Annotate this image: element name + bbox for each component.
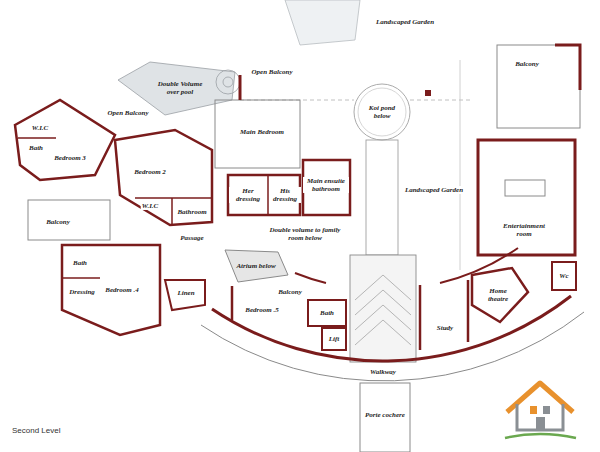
room-label: Bedroom .4 <box>104 286 139 294</box>
room-label: Bath <box>72 259 88 267</box>
room-wall <box>62 277 100 279</box>
room-label: Home theatre <box>480 287 516 303</box>
koi-pond <box>358 88 406 136</box>
spiral-stair <box>223 77 233 87</box>
water-channel <box>366 140 398 255</box>
room-label: Bedroom 3 <box>53 154 87 162</box>
logo-window <box>530 406 537 414</box>
room-wall <box>478 140 575 255</box>
room-wall <box>15 100 115 180</box>
room-wall <box>419 285 422 350</box>
room-label: Linen <box>176 289 195 297</box>
room-label: His dressing <box>269 187 301 203</box>
room-label: Wc <box>558 272 569 280</box>
koi-pond <box>354 84 410 140</box>
dashed-line <box>410 100 470 101</box>
room-wall <box>62 245 160 335</box>
room-label: Koi pond below <box>364 104 400 120</box>
column <box>425 90 431 96</box>
room-label: Double Volume over pool <box>154 80 206 96</box>
room-label: Bathroom <box>176 208 207 216</box>
balcony-outline <box>28 200 110 240</box>
room-wall <box>472 268 528 322</box>
stair-block <box>350 255 416 362</box>
room-wall <box>308 300 346 326</box>
room-label: Passage <box>179 234 204 242</box>
walkway-edge <box>201 312 584 381</box>
room-label: Dressing <box>68 288 96 296</box>
room-label: Study <box>436 324 454 332</box>
room-wall <box>303 160 350 215</box>
room-label: Lift <box>328 335 341 343</box>
room-wall <box>239 75 242 100</box>
room-label: W.I.C <box>31 124 50 132</box>
garden-edge <box>460 60 461 270</box>
room-label: Bedroom 2 <box>133 168 167 176</box>
balcony-outline <box>497 45 580 128</box>
room-label: Bedroom .5 <box>244 306 279 314</box>
room-wall <box>552 262 576 290</box>
water-feature <box>285 0 360 45</box>
room-label: Balcony <box>45 218 71 226</box>
logo-door <box>536 417 545 430</box>
room-label: Porte cochere <box>364 411 406 419</box>
room-label: Balcony <box>514 60 540 68</box>
room-label: Entertainment room <box>498 222 550 238</box>
room-label: Walkway <box>369 368 397 376</box>
stair-lines <box>355 275 411 300</box>
logo-swoosh <box>505 434 576 438</box>
room-label: Bath <box>319 309 335 317</box>
stair-lines <box>355 305 411 330</box>
room-label: Balcony <box>277 288 303 296</box>
room-outline <box>215 100 300 168</box>
atrium-void <box>225 250 288 282</box>
room-wall <box>228 175 300 215</box>
spiral-stair <box>216 70 240 94</box>
curved-wall <box>212 296 571 361</box>
room-wall <box>467 280 470 342</box>
lift-shaft <box>322 328 346 350</box>
room-wall <box>18 137 56 139</box>
stair-lines <box>355 320 411 345</box>
room-wall <box>555 45 580 90</box>
stair-lines <box>355 290 411 315</box>
room-wall <box>135 197 212 199</box>
level-caption: Second Level <box>12 426 60 435</box>
room-label: W.I.C <box>141 202 160 210</box>
room-label: Open Balcony <box>106 109 149 117</box>
room-wall <box>231 286 234 320</box>
room-label: Open Balcony <box>250 68 293 76</box>
logo-house <box>517 404 563 430</box>
room-label: Double volume to family room below <box>264 226 346 242</box>
curved-wall <box>295 273 326 283</box>
porte-cochere <box>360 383 410 452</box>
room-wall <box>165 280 205 310</box>
logo-window <box>543 406 550 414</box>
room-label: Landscaped Garden <box>404 186 464 194</box>
room-wall <box>171 198 173 224</box>
room-label: Bath <box>28 144 44 152</box>
room-label: Landscaped Garden <box>375 18 435 26</box>
room-label: Main Bedroom <box>239 128 285 136</box>
room-label: Main ensuite bathroom <box>303 177 349 193</box>
furniture <box>505 180 545 196</box>
room-wall <box>115 130 212 225</box>
room-label: Atrium below <box>235 262 276 270</box>
room-label: Her dressing <box>229 187 267 203</box>
